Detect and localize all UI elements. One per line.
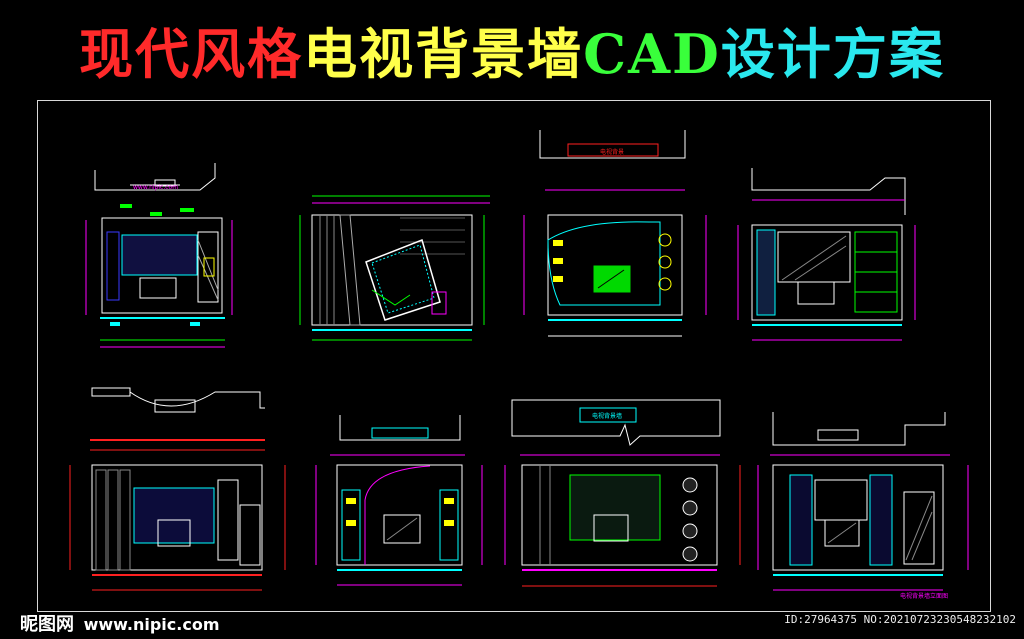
page-title: 现代风格电视背景墙CAD设计方案 (0, 18, 1024, 90)
elevation-drawing-2 (299, 195, 490, 341)
drawing-label-tv-wall: 电视背景墙 (592, 412, 622, 420)
elevation-drawing-6 (315, 415, 483, 586)
elevation-drawing-7: 电视背景墙 (504, 399, 741, 587)
title-segment-cad: CAD (583, 22, 721, 86)
drawing-frame (37, 100, 991, 612)
svg-text:www.nipic.com: www.nipic.com (133, 184, 178, 191)
watermark-url: www.nipic.com (83, 615, 220, 634)
drawing-label-top: 电视背景 (600, 148, 624, 156)
elevation-drawing-5 (69, 387, 286, 591)
title-segment-plan: 设计方案 (720, 22, 945, 86)
elevation-drawing-3: 电视背景 (523, 130, 707, 337)
elevation-drawing-1: www.nipic.com (85, 163, 233, 348)
title-segment-style: 现代风格 (79, 22, 304, 86)
watermark-logo: 昵图网 (20, 614, 74, 635)
drawing-label-small: 电视背景墙立面图 (900, 592, 948, 600)
elevation-drawing-4 (737, 168, 916, 341)
title-segment-tv-wall: 电视背景墙 (303, 22, 584, 86)
nipic-watermark: 昵图网 www.nipic.com (20, 610, 220, 636)
watermark-id: ID:27964375 NO:20210723230548232102 (784, 613, 1016, 626)
elevation-drawing-8: 电视背景墙立面图 (757, 412, 969, 600)
